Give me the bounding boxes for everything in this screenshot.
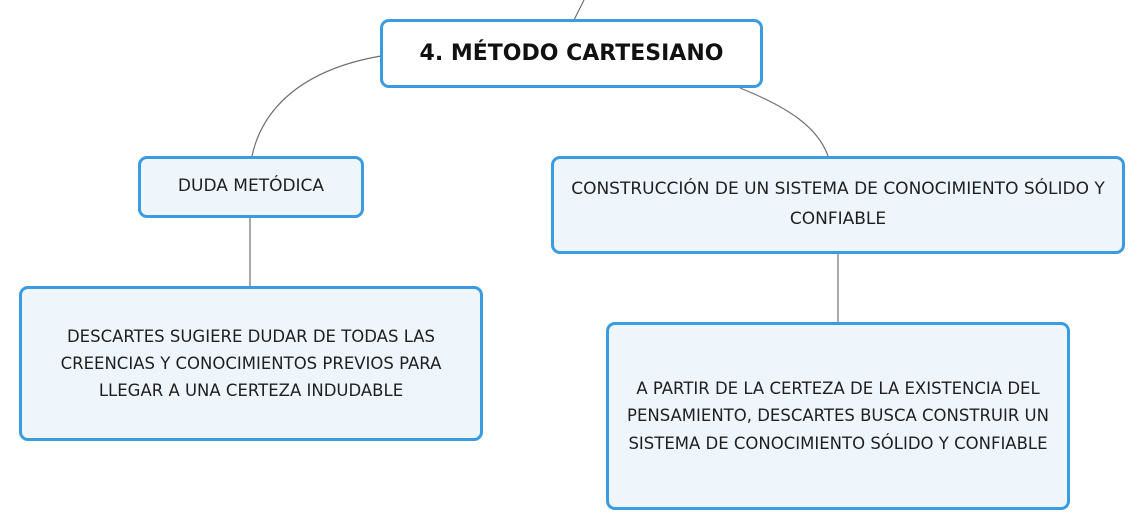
node-construccion-sistema[interactable]: CONSTRUCCIÓN DE UN SISTEMA DE CONOCIMIEN… — [551, 156, 1125, 254]
node-duda-metodica-label: DUDA METÓDICA — [177, 176, 325, 197]
node-construccion-sistema-label: CONSTRUCCIÓN DE UN SISTEMA DE CONOCIMIEN… — [571, 179, 1105, 229]
root-node[interactable]: 4. MÉTODO CARTESIANO — [380, 19, 763, 88]
connector-root-to-duda — [251, 55, 382, 157]
connector-root-to-construccion — [739, 87, 829, 157]
node-descartes-sugiere[interactable]: DESCARTES SUGIERE DUDAR DE TODAS LAS CRE… — [19, 286, 483, 441]
root-node-label: 4. MÉTODO CARTESIANO — [419, 40, 724, 66]
node-a-partir-de-la-certeza[interactable]: A PARTIR DE LA CERTEZA DE LA EXISTENCIA … — [606, 322, 1070, 510]
node-a-partir-de-la-certeza-label: A PARTIR DE LA CERTEZA DE LA EXISTENCIA … — [627, 379, 1049, 453]
connector-parent-to-root — [573, 0, 585, 21]
node-duda-metodica[interactable]: DUDA METÓDICA — [138, 156, 364, 218]
node-descartes-sugiere-label: DESCARTES SUGIERE DUDAR DE TODAS LAS CRE… — [60, 326, 442, 401]
